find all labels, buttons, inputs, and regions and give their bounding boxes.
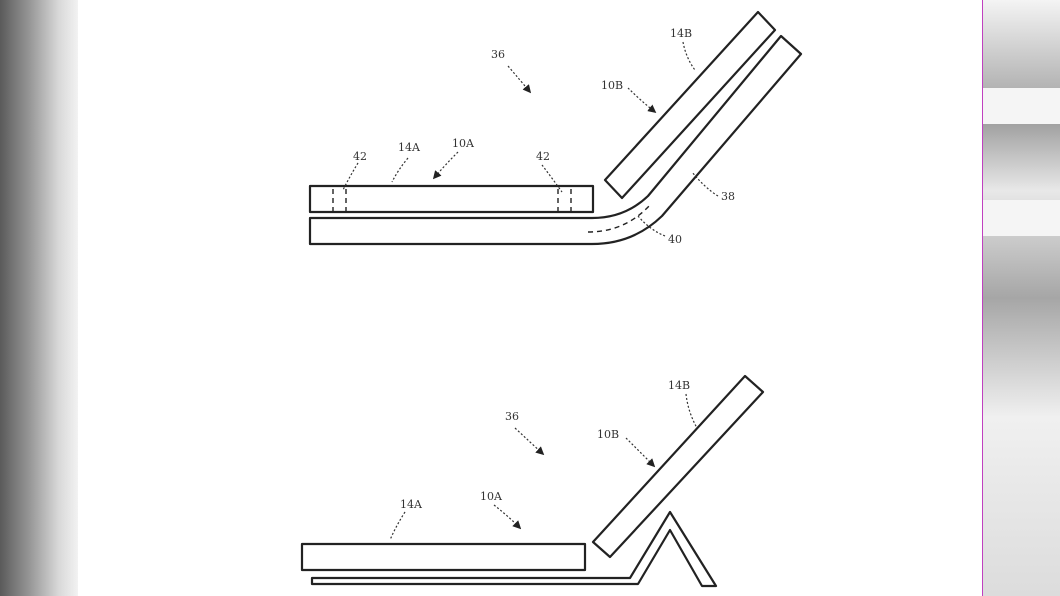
top-leader-14b	[682, 41, 696, 71]
top-cover-14b	[603, 10, 777, 200]
bottom-leader-14b	[685, 393, 698, 429]
bottom-leader-14a	[389, 511, 406, 541]
bottom-label-14a: 14A	[400, 498, 423, 511]
top-label-36: 36	[491, 48, 505, 61]
left-shadow-border	[0, 0, 78, 596]
top-leader-36	[507, 65, 532, 94]
top-device-10a	[308, 184, 595, 214]
top-label-14a: 14A	[398, 141, 421, 154]
bottom-device-10a	[300, 542, 587, 572]
top-label-42-right: 42	[536, 150, 550, 163]
bottom-base-cover-with-stand	[310, 510, 718, 588]
top-label-10b: 10B	[601, 79, 623, 92]
top-magnet-right	[557, 189, 572, 212]
bottom-label-10b: 10B	[597, 428, 619, 441]
bottom-leader-10a	[493, 504, 522, 530]
right-shadow-border	[982, 0, 1060, 596]
bottom-label-14b: 14B	[668, 379, 690, 392]
top-leader-42-right	[541, 164, 563, 193]
top-figure: 36 14B 10B 14A 10A 42 42 38 40	[308, 10, 803, 246]
top-leader-40	[637, 215, 666, 237]
bottom-label-36: 36	[505, 410, 519, 423]
top-leader-38	[691, 171, 719, 197]
bottom-leader-36	[514, 427, 545, 456]
bottom-leader-10b	[625, 437, 656, 468]
top-label-38: 38	[721, 190, 735, 203]
bottom-label-10a: 10A	[480, 490, 503, 503]
bottom-figure: 36 14B 10B 14A 10A	[300, 374, 765, 588]
top-bend-region-40	[587, 204, 651, 233]
top-label-42-left: 42	[353, 150, 367, 163]
top-label-14b: 14B	[670, 27, 692, 40]
bottom-device-10b	[591, 374, 765, 559]
top-leader-14a	[391, 157, 409, 183]
top-leader-42-left	[342, 162, 359, 191]
top-leader-10a	[432, 151, 459, 180]
top-hinge-cover-38	[308, 34, 803, 246]
top-label-10a: 10A	[452, 137, 475, 150]
top-magnet-left	[332, 189, 347, 212]
top-label-40: 40	[668, 233, 682, 246]
top-leader-10b	[627, 87, 657, 114]
